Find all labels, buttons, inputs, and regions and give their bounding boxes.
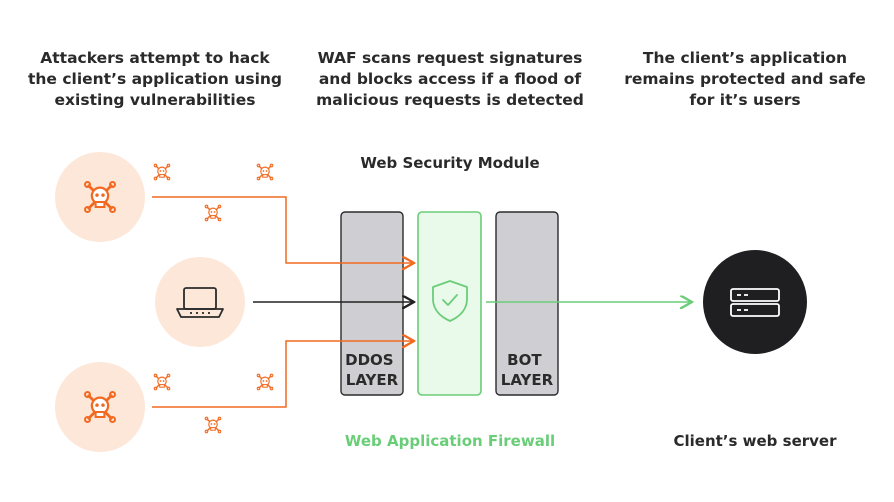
attacker-bottom bbox=[55, 362, 145, 452]
bot-layer bbox=[495, 211, 559, 396]
skull-crossbones-icon bbox=[204, 416, 222, 434]
client-caption: The client’s application remains protect… bbox=[624, 49, 866, 109]
ddos-layer-label: DDOS LAYER bbox=[345, 351, 399, 389]
attack-path-bottom bbox=[152, 341, 414, 408]
user-laptop bbox=[155, 257, 245, 347]
skull-crossbones-icon bbox=[153, 373, 171, 391]
shield-check-icon bbox=[432, 280, 468, 322]
skull-crossbones-icon bbox=[256, 163, 274, 181]
skull-crossbones-icon bbox=[204, 204, 222, 222]
server-icon bbox=[730, 288, 780, 317]
attack-path-top bbox=[152, 196, 414, 263]
module-title: Web Security Module bbox=[360, 154, 540, 172]
laptop-icon bbox=[176, 287, 224, 318]
skull-crossbones-icon bbox=[256, 373, 274, 391]
attackers-caption: Attackers attempt to hack the client’s a… bbox=[27, 49, 283, 109]
web-server bbox=[703, 250, 807, 354]
waf-label: Web Application Firewall bbox=[344, 432, 556, 450]
attacker-top bbox=[55, 152, 145, 242]
skull-crossbones-icon bbox=[153, 163, 171, 181]
server-label: Client’s web server bbox=[673, 432, 837, 450]
waf-caption: WAF scans request signatures and blocks … bbox=[316, 49, 584, 109]
bot-layer-label: BOT LAYER bbox=[501, 351, 554, 389]
